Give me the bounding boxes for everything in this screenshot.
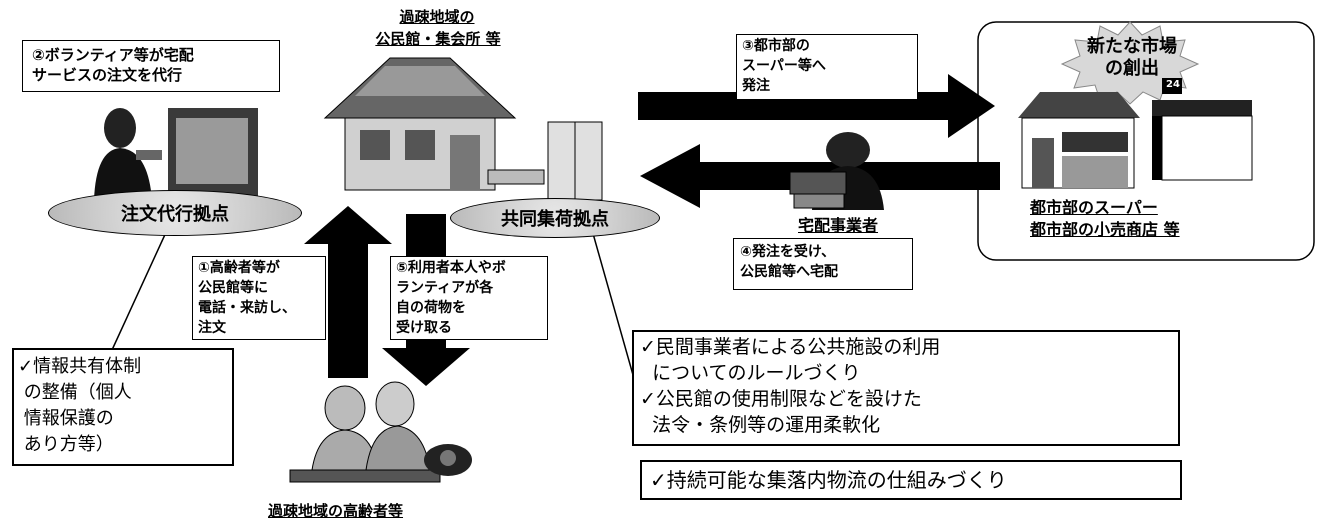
info-sharing-note-box [12,348,234,466]
elderly-illustration [289,381,472,483]
logistics-note: ✓持続可能な集落内物流の仕組みづくり [650,468,1007,492]
store-illustration [1018,78,1253,189]
rules-note-line3: ✓公民館の使用制限などを設けた [640,388,922,410]
step4-text: ④発注を受け、 公民館等へ宅配 [740,244,838,280]
store-caption-line1: 都市部のスーパー [1030,198,1158,217]
community-hall-illustration [323,57,603,201]
info-sharing-note: ✓情報共有体制 の整備（個人 情報保護の あり方等） [18,356,142,455]
hall-title-line1: 過疎地域の [399,8,475,26]
step5-box [390,256,548,340]
step5-text: ⑤利用者本人やボ ランティアが各 自の荷物を 受け取る [396,260,506,336]
logistics-note-box [640,460,1182,500]
step3-text: ③都市部の スーパー等へ 発注 [742,38,826,94]
step1-text: ①高齢者等が 公民館等に 電話・来訪し、 注文 [198,260,296,336]
step3-box [736,34,918,100]
courier-illustration [789,132,884,210]
store-24-sign: 24 [1166,79,1180,90]
elderly-label: 過疎地域の高齢者等 [268,502,404,520]
new-market-title: 新たな市場 の創出 [1087,36,1177,79]
rules-note-line1: ✓民間事業者による公共施設の利用 [640,336,941,358]
connector-rules [591,229,636,383]
step2-box [22,40,280,92]
courier-label: 宅配事業者 [798,216,879,235]
order-proxy-hub: 注文代行拠点 [48,190,302,236]
hall-title-line2: 公民館・集会所 等 [375,30,501,48]
operator-illustration [94,108,258,200]
arrow-up [304,206,392,378]
step1-box [192,256,326,340]
city-region-box [977,21,1315,261]
joint-collection-hub: 共同集荷拠点 [450,198,660,238]
arrow-to-city [638,74,995,138]
connector-info [111,227,169,351]
step4-box [733,238,913,290]
rules-note-line2: についてのルールづくり [640,362,861,384]
rules-note-box [632,330,1180,446]
rules-note-line4: 法令・条例等の運用柔軟化 [640,414,881,436]
store-caption-line2: 都市部の小売商店 等 [1030,220,1180,239]
step2-text: ②ボランティア等が宅配 サービスの注文を代行 [32,46,194,84]
